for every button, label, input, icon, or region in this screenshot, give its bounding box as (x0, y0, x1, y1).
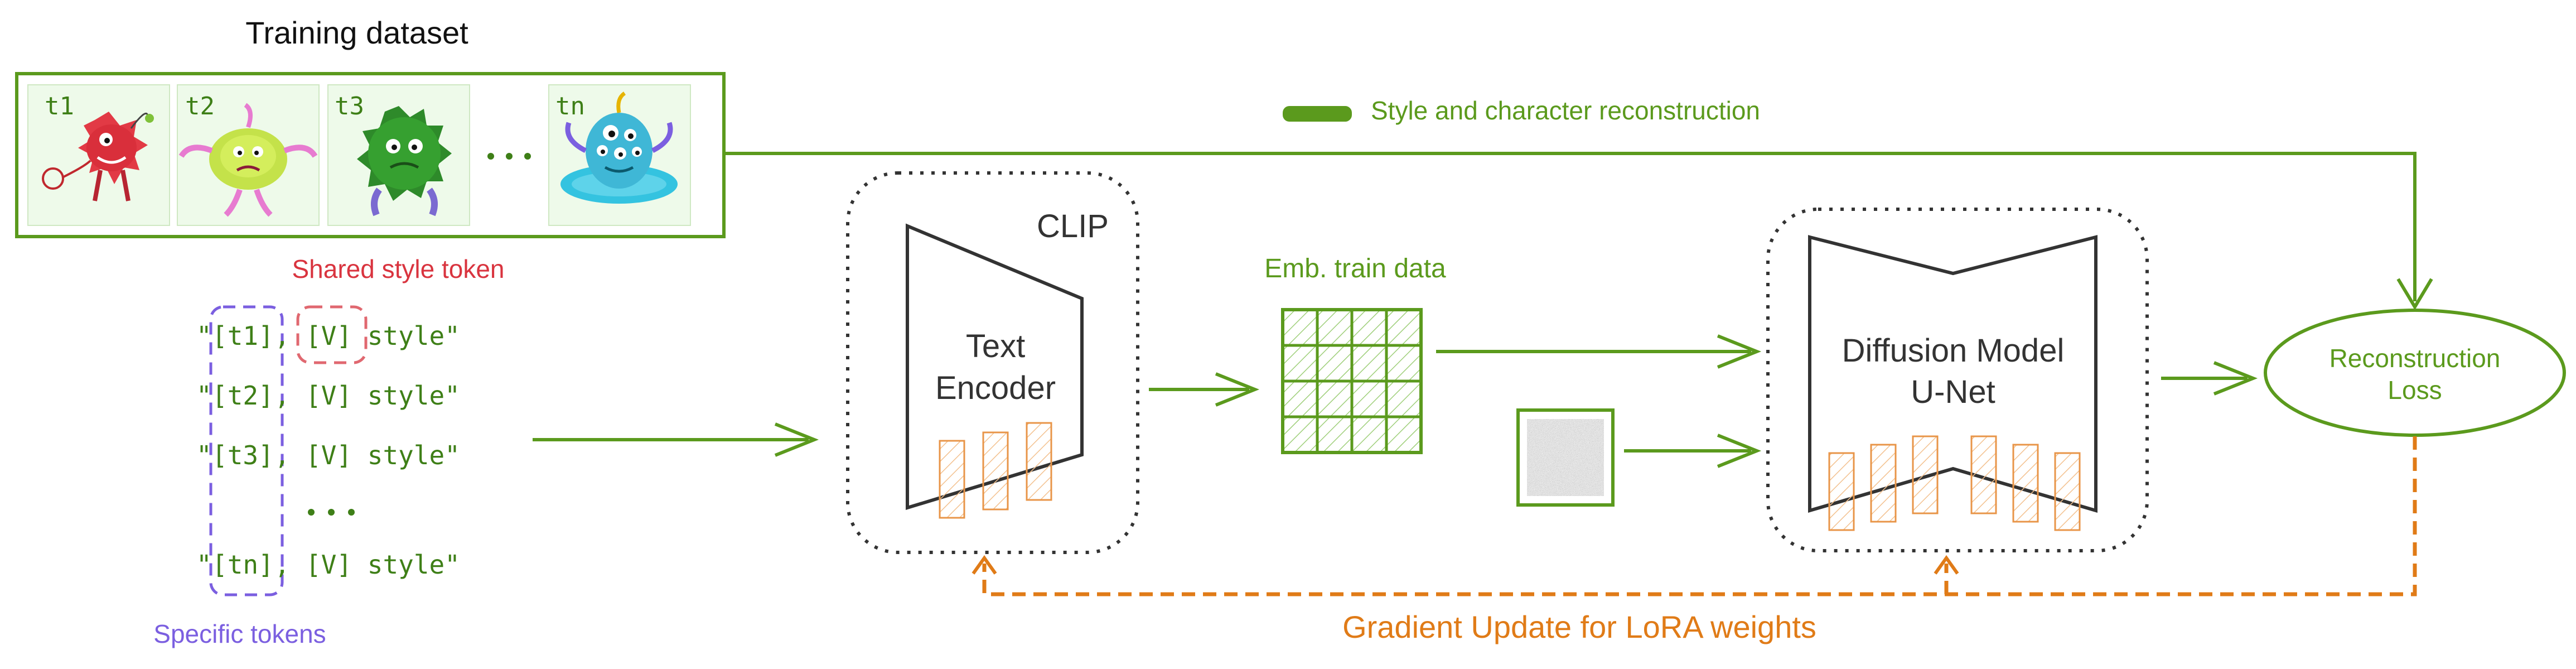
gradient-feedback-path (982, 436, 2417, 596)
prompt-separator: , (274, 381, 290, 411)
prompt-specific-token: [t2] (212, 381, 274, 411)
prompt-row-t1: " [t1] , [V] style" (196, 321, 460, 351)
prompt-specific-token: [t1] (212, 321, 274, 351)
prompt-specific-token: [tn] (212, 550, 274, 580)
furry-green-monster-image (357, 106, 452, 216)
encoder-to-embedding-arrowhead (1215, 372, 1260, 407)
prompt-quote: " (196, 440, 212, 470)
prompt-separator: , (274, 321, 290, 351)
reconstruction-arrow (724, 152, 2416, 301)
loss-label-line1: Reconstruction (2329, 344, 2501, 373)
unet-frame (1766, 208, 2149, 552)
embedding-label: Emb. train data (1264, 254, 1446, 283)
prompt-quote: " (196, 381, 212, 411)
prompt-style-token: [V] style" (306, 550, 460, 580)
tile-label: tn (555, 92, 585, 121)
noise-image (1516, 408, 1615, 507)
blue-eyed-monster-image (560, 92, 678, 204)
dataset-tile-t3: t3 (327, 84, 470, 226)
prompt-style-token: [V] style" (306, 381, 460, 411)
tile-label: t3 (335, 92, 364, 121)
reconstruction-arrowhead (2396, 278, 2433, 310)
prompt-separator: , (274, 440, 290, 470)
text-encoder-label-line2: Encoder (935, 370, 1056, 406)
noise-to-unet-arrowhead (1717, 434, 1762, 468)
reconstruction-loss-node (2264, 309, 2566, 437)
gradient-update-label: Gradient Update for LoRA weights (1342, 609, 1816, 644)
prompts-to-encoder-arrowhead (774, 422, 819, 457)
shared-style-token-label: Shared style token (292, 254, 504, 283)
legend-label: Style and character reconstruction (1371, 96, 1760, 125)
prompt-quote: " (196, 321, 212, 351)
text-encoder-label-line1: Text (966, 328, 1025, 364)
prompt-row-t3: " [t3] , [V] style" (196, 440, 460, 470)
dataset-tile-t1: t1 (27, 84, 170, 226)
tile-label: t1 (45, 92, 74, 121)
prompt-style-token: [V] style" (306, 440, 460, 470)
specific-tokens-box (209, 305, 284, 596)
dataset-tile-tn: tn (548, 84, 691, 226)
green-blob-monster-image (178, 103, 318, 217)
clip-label: CLIP (1037, 208, 1109, 244)
unet-shape (1808, 235, 2097, 513)
gradient-to-encoder-arrowhead (972, 555, 997, 575)
specific-tokens-label: Specific tokens (153, 619, 326, 648)
embedding-to-unet-arrowhead (1717, 334, 1762, 369)
unet-label-line1: Diffusion Model (1842, 333, 2065, 369)
loss-label-line2: Loss (2387, 376, 2442, 405)
prompt-quote: " (196, 550, 212, 580)
prompt-specific-token: [t3] (212, 440, 274, 470)
prompt-row-tn: " [tn] , [V] style" (196, 550, 460, 580)
dataset-ellipsis (487, 153, 531, 160)
unet-to-loss-arrowhead (2213, 361, 2258, 396)
tile-label: t2 (185, 92, 215, 121)
prompt-row-t2: " [t2] , [V] style" (196, 381, 460, 411)
lora-weights-encoder (939, 422, 1052, 519)
prompt-separator: , (274, 550, 290, 580)
gradient-to-unet-arrowhead (1934, 555, 1959, 575)
prompt-ellipsis (308, 509, 355, 516)
shared-token-box (296, 305, 368, 364)
dataset-tile-t2: t2 (177, 84, 320, 226)
training-dataset-title: Training dataset (245, 15, 468, 50)
lora-weights-unet (1828, 435, 2081, 531)
prompt-style-token: [V] style" (306, 321, 460, 351)
embedding-grid (1281, 308, 1423, 454)
legend-swatch (1283, 106, 1352, 122)
red-monster-image (42, 112, 154, 201)
unet-label-line2: U-Net (1911, 374, 1995, 410)
